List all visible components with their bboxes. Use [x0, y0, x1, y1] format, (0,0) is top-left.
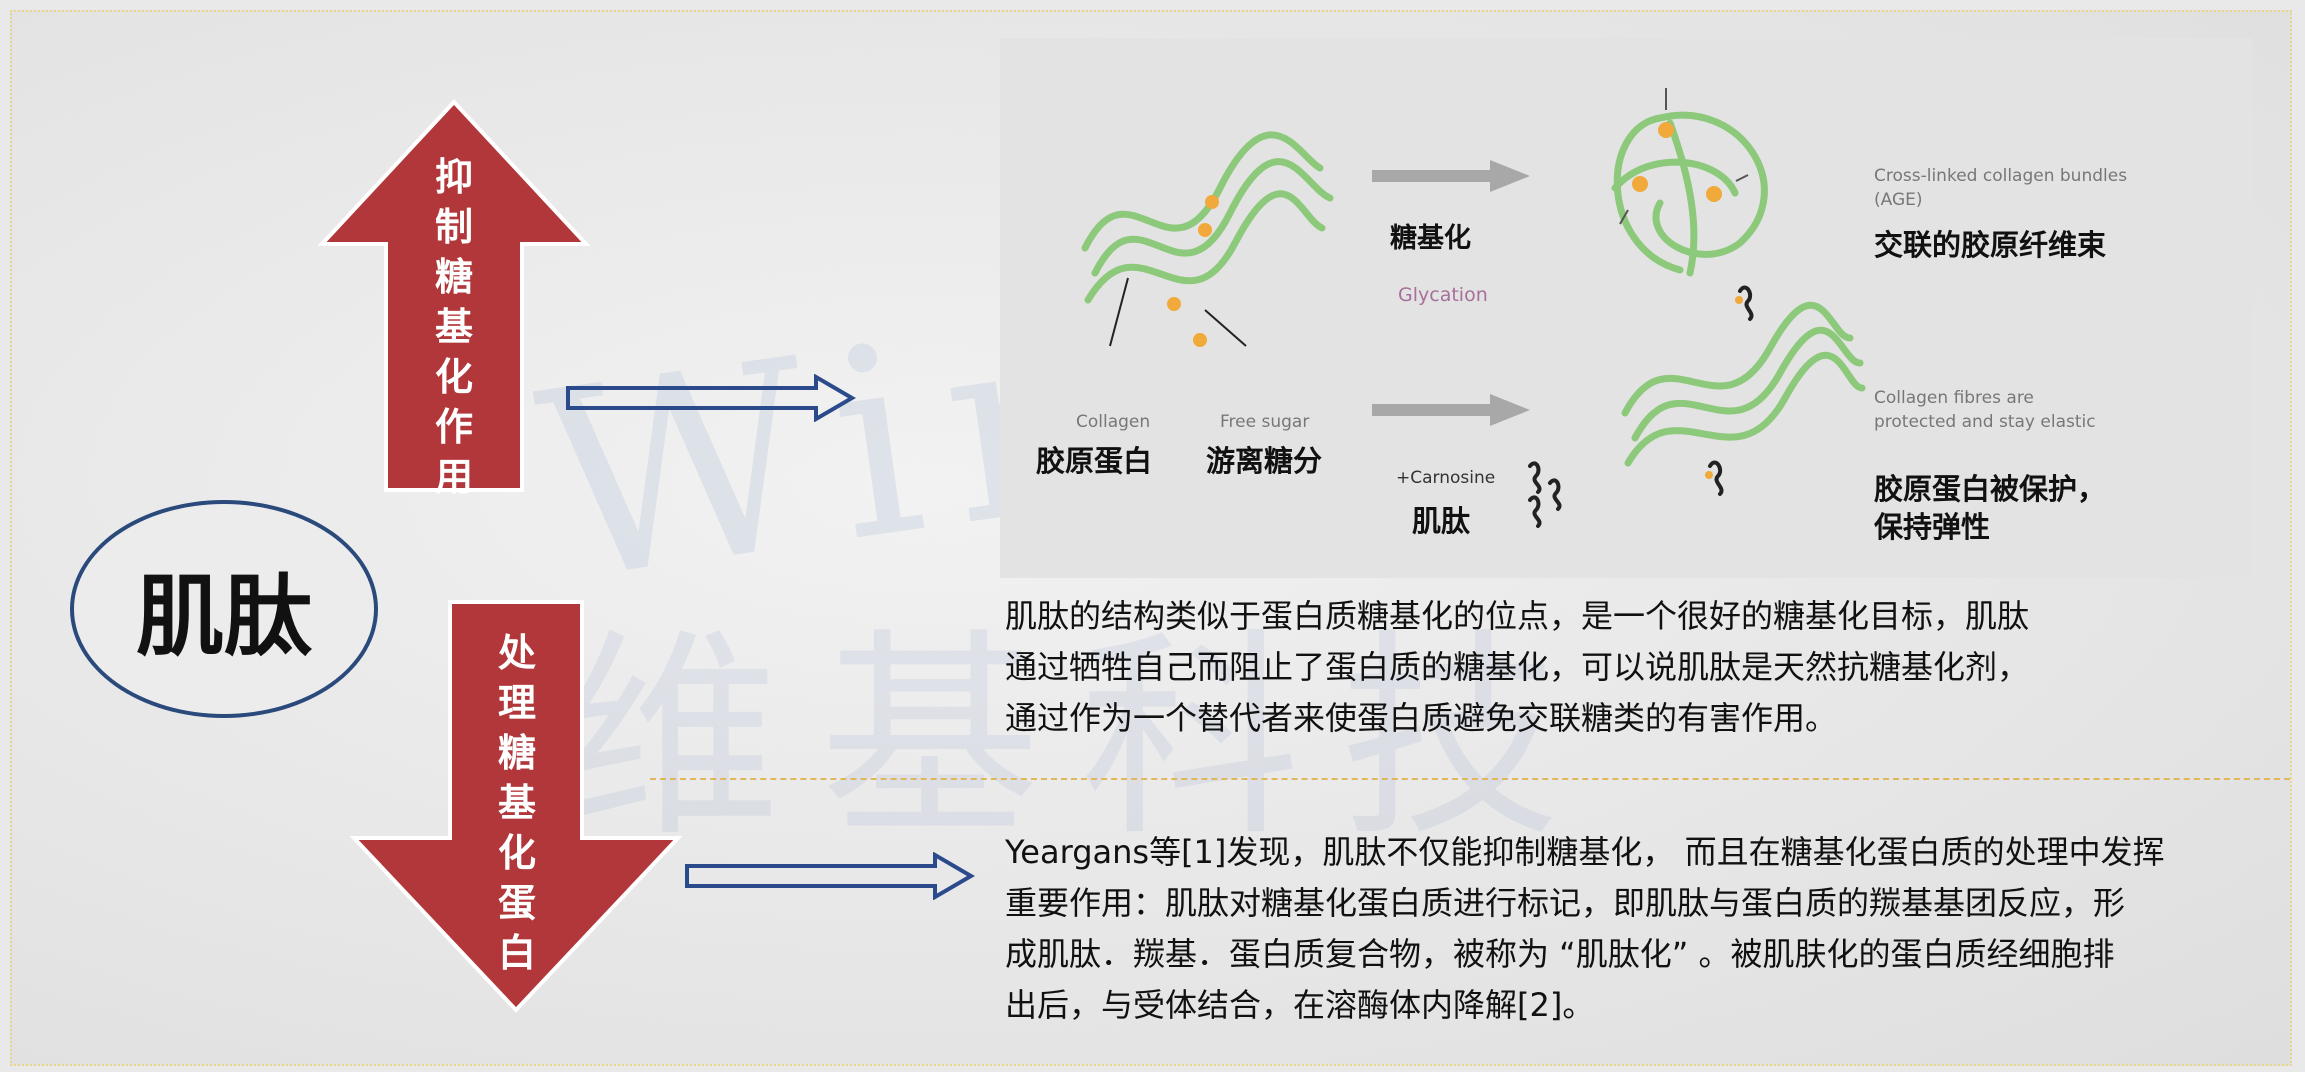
sugar-dot-4 — [1167, 297, 1181, 311]
watermark-cjk: 维基科技 — [560, 610, 1601, 866]
paragraph-2-line-4: 出后，与受体结合，在溶酶体内降解[2]。 — [1005, 986, 1595, 1024]
free-sugar-cn-label: 游离糖分 — [1206, 444, 1323, 478]
crosslink-marker-left — [1619, 209, 1629, 225]
glycation-arrow — [1372, 160, 1530, 192]
carnosine-molecule-1 — [1738, 285, 1754, 321]
down-arrow-shape — [350, 600, 682, 1013]
collagen-pointer — [1109, 277, 1129, 347]
section-divider — [650, 778, 2290, 780]
diagram-graphics — [1081, 88, 1866, 528]
carnosine-molecule-2 — [1708, 460, 1724, 496]
collagen-fibers-left — [1081, 131, 1334, 304]
up-arrow — [318, 99, 590, 492]
protected-cn-line2: 保持弹性 — [1874, 510, 1991, 544]
carnosine-cn-label: 肌肽 — [1412, 504, 1471, 538]
collagen-en-label: Collagen — [1076, 412, 1151, 432]
crosslinked-bundle — [1611, 111, 1768, 277]
crosslink-dot-1 — [1658, 122, 1674, 138]
paragraph-1-line-2: 通过牺牲自己而阻止了蛋白质的糖基化，可以说肌肽是天然抗糖基化剂， — [1005, 648, 2030, 686]
carnosine-tip-2 — [1705, 471, 1713, 479]
paragraph-2-line-1: Yeargans等[1]发现，肌肽不仅能抑制糖基化， 而且在糖基化蛋白质的处理中… — [1005, 833, 2165, 871]
connector-arrow-bottom — [685, 852, 975, 900]
crosslinked-en-line2: (AGE) — [1874, 190, 1923, 210]
center-label: 肌肽 — [135, 564, 312, 668]
paragraph-2-line-2: 重要作用：肌肽对糖基化蛋白质进行标记，即肌肽与蛋白质的羰基基团反应，形 — [1005, 884, 2126, 922]
carnosine-en-label: +Carnosine — [1396, 468, 1496, 488]
down-arrow-text: 处理糖基化蛋白 — [497, 631, 536, 975]
connector-arrow-top — [566, 374, 856, 422]
free-sugar-en-label: Free sugar — [1220, 412, 1310, 432]
crosslink-dot-3 — [1706, 186, 1722, 202]
crosslinked-cn-label: 交联的胶原纤维束 — [1874, 228, 2107, 262]
protected-en-line1: Collagen fibres are — [1874, 388, 2034, 408]
up-arrow-text: 抑制糖基化作用 — [434, 155, 473, 499]
glycation-cn-label: 糖基化 — [1390, 223, 1471, 254]
sugar-dot-1 — [1205, 195, 1219, 209]
sugar-dot-3 — [1193, 333, 1207, 347]
free-carnosine-1 — [1528, 461, 1542, 494]
crosslinked-en-line1: Cross-linked collagen bundles — [1874, 166, 2128, 186]
up-arrow-shape — [318, 99, 590, 492]
paragraph-2-line-3: 成肌肽．羰基．蛋白质复合物，被称为 “肌肽化” 。被肌肤化的蛋白质经细胞排 — [1005, 935, 2115, 973]
glycation-diagram-panel: Collagen 胶原蛋白 Free sugar 游离糖分 糖基化 Glycat… — [1000, 38, 2252, 578]
down-arrow — [350, 600, 682, 1013]
glycation-en-label: Glycation — [1398, 284, 1488, 306]
center-ellipse: 肌肽 — [70, 500, 378, 718]
protected-collagen-fibers — [1621, 301, 1866, 467]
crosslink-dot-2 — [1632, 176, 1648, 192]
protected-en-line2: protected and stay elastic — [1874, 412, 2096, 432]
sugar-pointer — [1204, 309, 1247, 347]
paragraph-1-line-1: 肌肽的结构类似于蛋白质糖基化的位点，是一个很好的糖基化目标，肌肽 — [1005, 597, 2030, 635]
free-carnosine-2 — [1548, 478, 1562, 511]
carnosine-arrow — [1372, 394, 1530, 426]
collagen-cn-label: 胶原蛋白 — [1036, 444, 1153, 478]
protected-cn-line1: 胶原蛋白被保护， — [1874, 472, 2107, 506]
crosslink-marker-right — [1735, 174, 1749, 182]
carnosine-tip-1 — [1735, 296, 1743, 304]
sugar-dot-2 — [1198, 223, 1212, 237]
paragraph-1-line-3: 通过作为一个替代者来使蛋白质避免交联糖类的有害作用。 — [1005, 699, 1838, 737]
free-carnosine-3 — [1528, 495, 1542, 528]
